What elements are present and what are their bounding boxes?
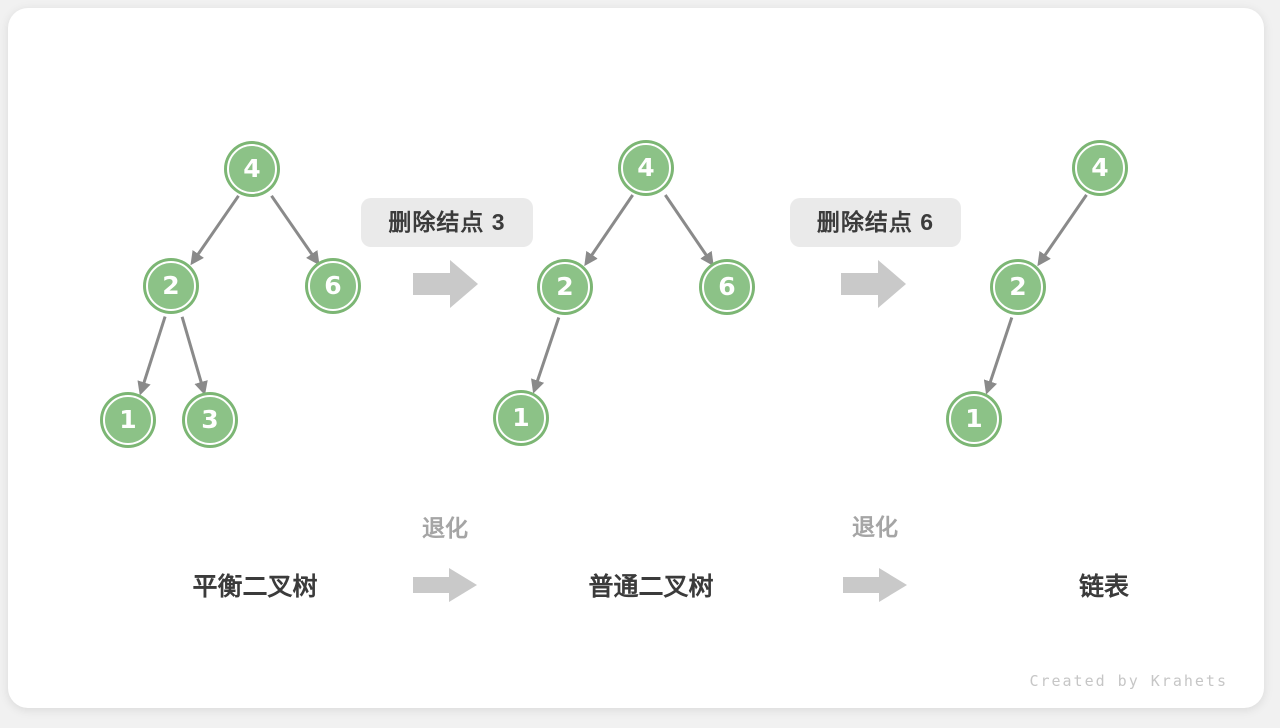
- delete-node-6-label: 删除结点 6: [790, 198, 961, 247]
- transition-arrow-2: [841, 260, 906, 308]
- tree3-node-1: 1: [949, 394, 999, 444]
- tree3-edge-2-1: [983, 317, 1014, 395]
- stage-label-linked-list: 链表: [1078, 573, 1130, 601]
- stage-label-balanced-tree: 平衡二叉树: [192, 573, 318, 601]
- tree2-edge-4-6: [664, 194, 714, 267]
- tree2-edge-4-2: [584, 194, 634, 267]
- tree-edges-layer: [137, 194, 1088, 396]
- tree1-edge-4-2: [190, 194, 240, 266]
- tree3-node-2: 2: [993, 262, 1043, 312]
- transition-arrow-1: [413, 260, 478, 308]
- tree1-node-6: 6: [308, 261, 358, 311]
- credit-text: Created by Krahets: [1029, 672, 1228, 690]
- tree1-edge-2-1: [137, 316, 167, 396]
- tree1-edge-2-3: [180, 316, 208, 396]
- tree1-node-3: 3: [185, 395, 235, 445]
- tree2-node-2: 2: [540, 262, 590, 312]
- degrade-label-2: 退化: [852, 514, 898, 540]
- tree3-edge-4-2: [1037, 194, 1088, 267]
- tree1-node-1: 1: [103, 395, 153, 445]
- stage-label-ordinary-tree: 普通二叉树: [588, 573, 714, 601]
- delete-node-3-label: 删除结点 3: [361, 198, 533, 247]
- tree2-node-6: 6: [702, 262, 752, 312]
- tree2-node-1: 1: [496, 393, 546, 443]
- diagram-card: 4 2 6 1 3 4 2 6 1 4 2 1 删除结点 3 删除结点 6 退化…: [8, 8, 1264, 708]
- tree1-edge-4-6: [270, 194, 320, 266]
- degrade-label-1: 退化: [422, 515, 468, 541]
- tree1-node-4: 4: [227, 144, 277, 194]
- tree3-node-4: 4: [1075, 143, 1125, 193]
- degrade-arrow-2: [843, 568, 907, 602]
- tree2-node-4: 4: [621, 143, 671, 193]
- degrade-arrow-1: [413, 568, 477, 602]
- tree2-edge-2-1: [531, 317, 561, 394]
- tree1-node-2: 2: [146, 261, 196, 311]
